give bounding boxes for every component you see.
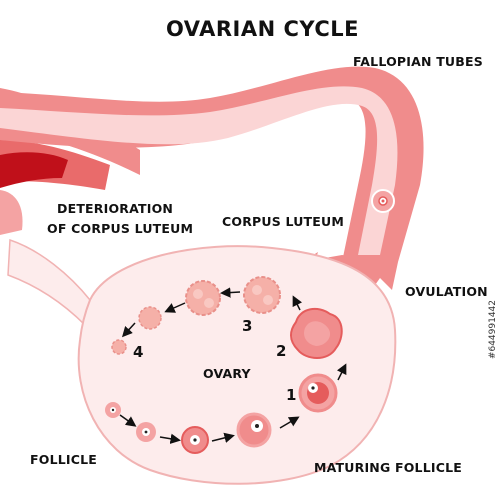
ruptured-follicle	[290, 307, 343, 359]
label-corpus-luteum: CORPUS LUTEUM	[222, 214, 345, 229]
label-deterioration-line1: DETERIORATION	[57, 201, 174, 216]
arrow	[119, 414, 137, 427]
label-fallopian-tubes: FALLOPIAN TUBES	[353, 54, 483, 69]
primordial-follicle	[105, 402, 121, 418]
released-egg	[371, 189, 395, 213]
ovarian-ligament	[7, 238, 91, 327]
mature-follicle	[298, 373, 338, 413]
stock-id: #644991442	[488, 300, 498, 360]
arrow	[220, 287, 241, 298]
follicle-sequence	[105, 276, 343, 454]
diagram-title: OVARIAN CYCLE	[166, 17, 359, 41]
label-ovary: OVARY	[203, 366, 251, 381]
label-follicle: FOLLICLE	[30, 452, 98, 467]
label-maturing-follicle: MATURING FOLLICLE	[314, 460, 462, 475]
stage-number-1: 1	[286, 386, 297, 404]
uterus-lining	[0, 152, 68, 188]
arrow	[211, 432, 235, 443]
label-ovulation: OVULATION	[405, 284, 488, 299]
arrow	[164, 302, 186, 313]
stage-number-2: 2	[276, 342, 287, 360]
ovary	[77, 245, 397, 485]
stage-number-3: 3	[242, 317, 253, 335]
stage-number-4: 4	[133, 343, 144, 361]
arrow	[121, 322, 136, 338]
arrow	[279, 416, 300, 429]
label-deterioration-line2: OF CORPUS LUTEUM	[47, 221, 194, 236]
corpus-luteum	[185, 276, 281, 316]
arrow	[336, 363, 347, 381]
tertiary-follicle	[236, 412, 272, 448]
primary-follicle	[136, 422, 156, 442]
secondary-follicle	[181, 426, 209, 454]
arrow	[292, 295, 303, 311]
cycle-arrows	[119, 287, 347, 444]
arrow	[159, 433, 181, 444]
corpus-albicans	[111, 306, 162, 355]
